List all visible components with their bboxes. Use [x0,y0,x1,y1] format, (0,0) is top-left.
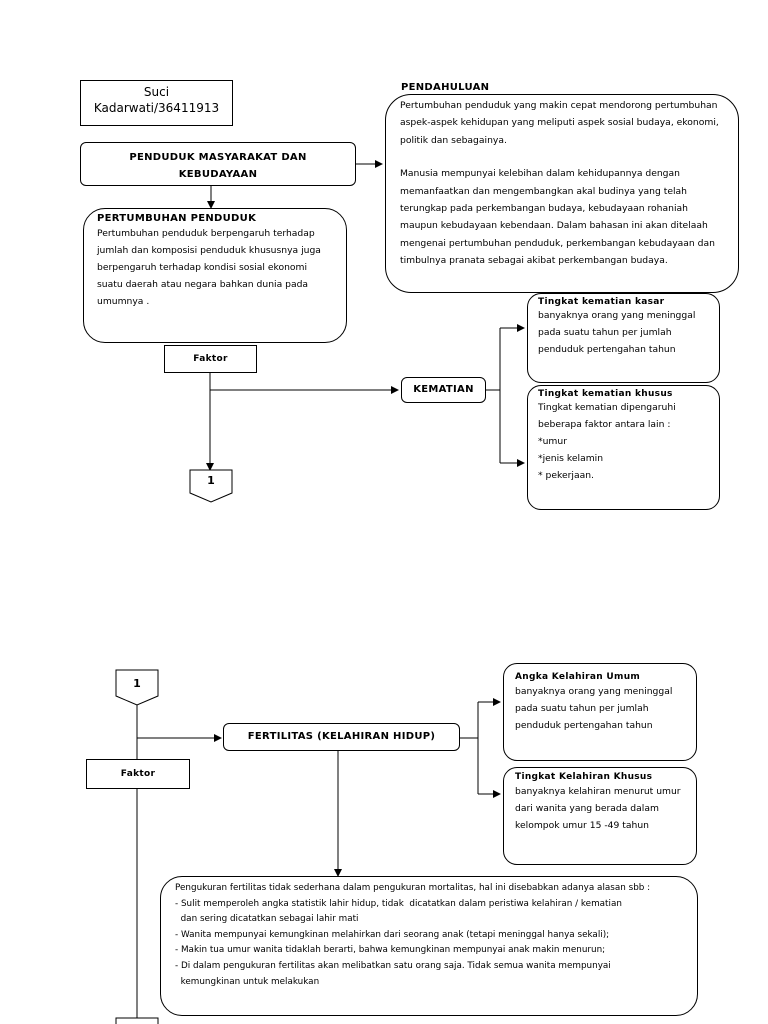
connector-label-bottom: 1 [133,677,141,690]
author-id: Kadarwati/36411913 [93,101,220,115]
kematian-label: KEMATIAN [413,384,474,395]
pendahuluan-p2: Manusia mempunyai kelebihan dalam kehidu… [400,168,715,267]
khusus-line-2: beberapa faktor antara lain : [538,419,671,430]
khusus-line-3: *umur [538,436,567,447]
connector-shape-bottom [115,669,159,706]
pendahuluan-p1: Pertumbuhan penduduk yang makin cepat me… [400,100,719,146]
khusus-line-4: *jenis kelamin [538,453,604,464]
khusus-box: Tingkat kematian khusus Tingkat kematian… [527,385,720,510]
angka-text: banyaknya orang yang meninggal pada suat… [515,686,673,731]
kasar-text: banyaknya orang yang meninggal pada suat… [538,310,696,355]
khusus-title: Tingkat kematian khusus [538,389,673,399]
author-name: Suci [143,85,170,99]
kematian-box: KEMATIAN [401,377,486,403]
faktor-label-bottom: Faktor [120,769,156,779]
main-title: PENDUDUK MASYARAKAT DAN KEBUDAYAAN [129,152,307,180]
khusus-line-1: Tingkat kematian dipengaruhi [538,402,676,413]
kasar-box: Tingkat kematian kasar banyaknya orang y… [527,293,720,383]
kelahiran-khusus-title: Tingkat Kelahiran Khusus [515,772,653,782]
pengukuran-item-5: - Di dalam pengukuran fertilitas akan me… [175,960,611,971]
angka-box: Angka Kelahiran Umum banyaknya orang yan… [503,663,697,761]
connector-shape-top [189,469,233,503]
pertumbuhan-title: PERTUMBUHAN PENDUDUK [97,213,257,224]
pengukuran-item-2: dan sering dicatatkan sebagai lahir mati [175,914,359,925]
pertumbuhan-box: PERTUMBUHAN PENDUDUK Pertumbuhan pendudu… [83,208,347,343]
connector-label-top: 1 [207,474,215,487]
pengukuran-item-6: kemungkinan untuk melakukan [175,976,320,987]
pengukuran-box: Pengukuran fertilitas tidak sederhana da… [160,876,698,1016]
pertumbuhan-text: Pertumbuhan penduduk berpengaruh terhada… [97,228,321,307]
khusus-line-5: * pekerjaan. [538,470,594,481]
fertilitas-box: FERTILITAS (KELAHIRAN HIDUP) [223,723,460,751]
pengukuran-intro: Pengukuran fertilitas tidak sederhana da… [175,883,651,893]
pendahuluan-box: Pertumbuhan penduduk yang makin cepat me… [385,94,739,293]
kelahiran-khusus-text: banyaknya kelahiran menurut umur dari wa… [515,786,681,831]
angka-title: Angka Kelahiran Umum [515,672,641,682]
author-box: Suci Kadarwati/36411913 [80,80,233,126]
faktor-box-bottom: Faktor [86,759,190,789]
fertilitas-label: FERTILITAS (KELAHIRAN HIDUP) [247,731,436,742]
main-title-box: PENDUDUK MASYARAKAT DAN KEBUDAYAAN [80,142,356,186]
faktor-box-top: Faktor [164,345,257,373]
faktor-label-top: Faktor [193,354,228,364]
pendahuluan-title: PENDAHULUAN [401,82,490,93]
kelahiran-khusus-box: Tingkat Kelahiran Khusus banyaknya kelah… [503,767,697,865]
kasar-title: Tingkat kematian kasar [538,297,665,307]
pengukuran-item-3: - Wanita mempunyai kemungkinan melahirka… [175,929,610,940]
pengukuran-item-4: - Makin tua umur wanita tidaklah berarti… [175,945,606,956]
pengukuran-item-1: - Sulit memperoleh angka statistik lahir… [175,898,622,909]
